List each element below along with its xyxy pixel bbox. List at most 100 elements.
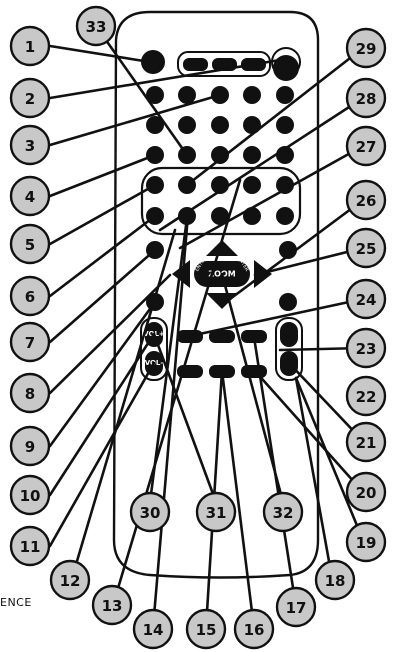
nav-down-arrow	[206, 293, 238, 309]
leader-line	[158, 96, 365, 232]
callout-number: 4	[25, 188, 35, 206]
top-bar-outline	[177, 51, 271, 77]
grid-button	[276, 116, 294, 134]
callout-number: 25	[356, 240, 377, 258]
channel-rocker	[275, 317, 303, 381]
callout-circle	[345, 77, 387, 119]
leader-line	[220, 272, 285, 504]
grid-button	[243, 116, 261, 134]
callout-circle	[233, 608, 275, 650]
callout-18: 18	[314, 559, 356, 601]
callout-12: 12	[49, 559, 91, 601]
callout-circle	[9, 77, 51, 119]
leader-line	[185, 46, 365, 187]
callout-circle	[9, 372, 51, 414]
callout-circle	[262, 491, 304, 533]
leader-line	[48, 93, 222, 147]
right-side-button	[279, 241, 297, 259]
leader-line	[70, 228, 177, 580]
callout-circle	[129, 491, 171, 533]
callout-number: 16	[244, 621, 265, 639]
callout-circle	[9, 321, 51, 363]
callout-20: 20	[345, 471, 387, 513]
pill-button	[209, 330, 235, 343]
callout-7: 7	[9, 321, 51, 363]
callout-circle	[9, 425, 51, 467]
callout-circle	[9, 223, 51, 265]
callout-circle	[275, 586, 317, 628]
callout-32: 32	[262, 491, 304, 533]
leader-line	[48, 300, 157, 448]
callout-1: 1	[9, 25, 51, 67]
callout-number: 32	[273, 504, 294, 522]
leader-line	[294, 376, 365, 542]
callout-circle	[345, 421, 387, 463]
partial-text-fragment: ENCE	[0, 596, 32, 609]
callout-number: 8	[25, 385, 35, 403]
leader-line	[220, 198, 365, 307]
leader-line	[188, 297, 365, 338]
number-button	[243, 207, 261, 225]
callout-4: 4	[9, 175, 51, 217]
callout-11: 11	[9, 525, 51, 567]
callout-number: 27	[356, 138, 377, 156]
callout-5: 5	[9, 223, 51, 265]
callout-circle	[132, 608, 174, 650]
callout-circle	[9, 275, 51, 317]
callout-number: 6	[25, 288, 35, 306]
callout-circle	[9, 525, 51, 567]
callout-circle	[314, 559, 356, 601]
grid-button	[211, 146, 229, 164]
callout-circle	[185, 608, 227, 650]
callout-number: 19	[356, 534, 377, 552]
callout-number: 3	[25, 137, 35, 155]
callout-circle	[9, 474, 51, 516]
grid-button	[243, 86, 261, 104]
callout-24: 24	[345, 278, 387, 320]
channel-up-button	[280, 322, 298, 347]
leader-line	[48, 153, 157, 198]
callout-circle	[195, 491, 237, 533]
callout-number: 18	[325, 572, 346, 590]
callout-number: 22	[356, 388, 377, 406]
callout-25: 25	[345, 227, 387, 269]
callout-16: 16	[233, 608, 275, 650]
callout-circle	[9, 124, 51, 166]
leader-line	[253, 369, 365, 494]
callout-15: 15	[185, 608, 227, 650]
lower-right-button	[279, 293, 297, 311]
callout-33: 33	[75, 5, 117, 47]
grid-button	[178, 86, 196, 104]
callout-number: 10	[20, 487, 41, 505]
callout-circle	[345, 375, 387, 417]
top-oval-button-1	[183, 58, 208, 71]
callout-circle	[345, 327, 387, 369]
grid-button	[276, 86, 294, 104]
number-button	[243, 176, 261, 194]
callout-17: 17	[275, 586, 317, 628]
callout-circle	[345, 125, 387, 167]
callout-19: 19	[345, 521, 387, 563]
number-button	[276, 207, 294, 225]
leader-line	[151, 213, 190, 630]
callout-circle	[345, 521, 387, 563]
number-button	[276, 176, 294, 194]
callout-number: 23	[356, 340, 377, 358]
grid-button	[211, 116, 229, 134]
grid-button	[178, 116, 196, 134]
number-pad-outline	[140, 166, 302, 236]
grid-button	[243, 146, 261, 164]
leader-line	[294, 376, 334, 580]
callout-number: 5	[25, 236, 35, 254]
leader-line	[48, 361, 156, 548]
callout-number: 13	[102, 597, 123, 615]
callout-2: 2	[9, 77, 51, 119]
callout-circle	[9, 25, 51, 67]
callout-10: 10	[9, 474, 51, 516]
callout-6: 6	[9, 275, 51, 317]
power-button	[141, 50, 165, 74]
callout-31: 31	[195, 491, 237, 533]
leader-line	[48, 214, 157, 298]
callout-30: 30	[129, 491, 171, 533]
